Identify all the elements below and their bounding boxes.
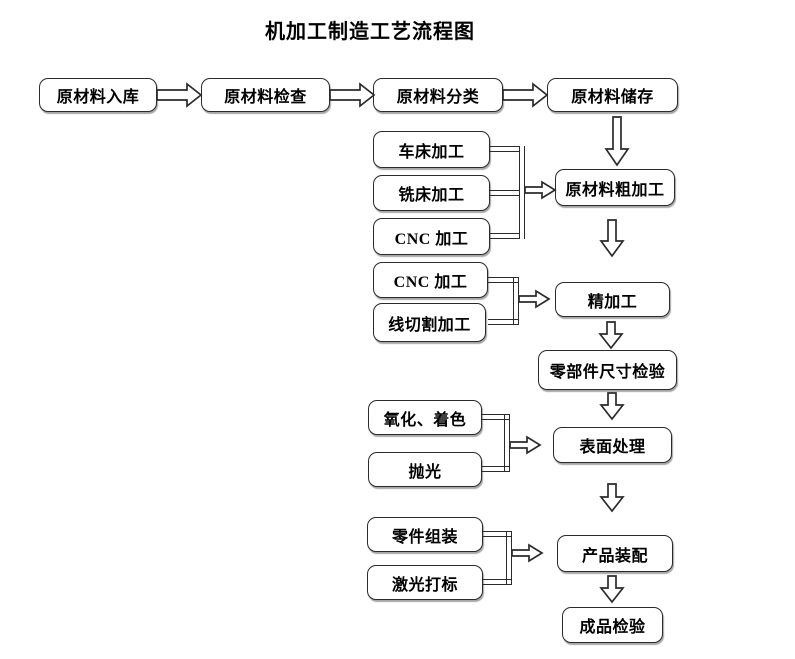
- flow-node-rough-machining: 原材料粗加工: [555, 169, 675, 206]
- connector-line: [483, 579, 512, 585]
- input-node-oxidation-coloring: 氧化、着色: [368, 400, 482, 435]
- connector-line: [482, 466, 510, 472]
- flow-node-finished-product-inspection: 成品检验: [562, 607, 663, 643]
- flow-node-label: 精加工: [587, 293, 638, 311]
- page-title: 机加工制造工艺流程图: [265, 21, 475, 43]
- flow-node-raw-material-inbound: 原材料入库: [39, 78, 157, 112]
- flow-node-label: CNC 加工: [393, 274, 468, 291]
- flow-node-label: 原材料检查: [224, 89, 307, 106]
- input-node-lathe-machining: 车床加工: [373, 131, 490, 168]
- flow-node-raw-material-storage: 原材料储存: [547, 78, 678, 112]
- connector-line: [488, 319, 519, 325]
- flow-node-surface-treatment: 表面处理: [553, 427, 672, 463]
- flow-node-label: 原材料分类: [396, 89, 480, 106]
- connector-bus: [506, 531, 512, 585]
- input-node-milling-machining: 铣床加工: [373, 175, 490, 211]
- flow-node-label: 氧化、着色: [383, 411, 467, 429]
- flow-node-part-dimension-inspection: 零部件尺寸检验: [538, 350, 677, 390]
- flow-node-product-assembly: 产品装配: [557, 535, 673, 572]
- connector-arrow-right-icon: [524, 180, 557, 200]
- connector-line: [490, 146, 520, 152]
- flow-node-raw-material-classification: 原材料分类: [373, 78, 503, 112]
- flow-node-label: 抛光: [408, 463, 442, 481]
- flow-node-label: 铣床加工: [398, 187, 465, 204]
- input-node-parts-assembly: 零件组装: [367, 517, 483, 552]
- input-node-cnc-machining: CNC 加工: [373, 218, 490, 255]
- flow-node-label: 表面处理: [579, 439, 646, 456]
- flow-node-raw-material-inspection: 原材料检查: [201, 78, 330, 112]
- flow-node-label: 激光打标: [391, 576, 458, 594]
- arrow-down-icon: [599, 392, 625, 421]
- input-node-cnc-machining-2: CNC 加工: [373, 262, 488, 298]
- flow-node-label: 成品检验: [579, 619, 646, 636]
- arrow-down-icon: [604, 116, 630, 167]
- flow-node-label: 零部件尺寸检验: [549, 364, 666, 381]
- flow-node-label: CNC 加工: [394, 230, 469, 248]
- connector-line: [490, 233, 520, 239]
- connector-line: [490, 190, 520, 196]
- flow-node-label: 车床加工: [398, 143, 465, 161]
- arrow-down-icon: [599, 575, 625, 604]
- connector-line: [482, 414, 510, 420]
- input-node-laser-marking: 激光打标: [367, 565, 483, 600]
- flow-node-label: 线切割加工: [388, 316, 471, 334]
- flow-node-label: 零件组装: [391, 528, 458, 546]
- connector-arrow-right-icon: [518, 289, 551, 309]
- arrow-down-icon: [599, 219, 625, 258]
- flow-node-finish-machining: 精加工: [555, 282, 670, 317]
- arrow-down-icon: [599, 483, 625, 513]
- flow-node-label: 原材料粗加工: [565, 181, 665, 199]
- connector-arrow-right-icon: [511, 543, 544, 563]
- arrow-right-icon: [502, 82, 549, 108]
- flow-node-label: 原材料储存: [571, 89, 654, 106]
- connector-line: [483, 531, 512, 537]
- arrow-right-icon: [329, 82, 376, 108]
- arrow-down-icon: [598, 321, 624, 350]
- input-node-wire-cutting: 线切割加工: [373, 303, 486, 342]
- flow-node-label: 产品装配: [581, 547, 648, 565]
- arrow-right-icon: [156, 82, 203, 108]
- flow-node-label: 原材料入库: [56, 89, 140, 106]
- connector-line: [488, 277, 519, 283]
- input-node-polishing: 抛光: [368, 452, 482, 487]
- connector-arrow-right-icon: [509, 435, 542, 455]
